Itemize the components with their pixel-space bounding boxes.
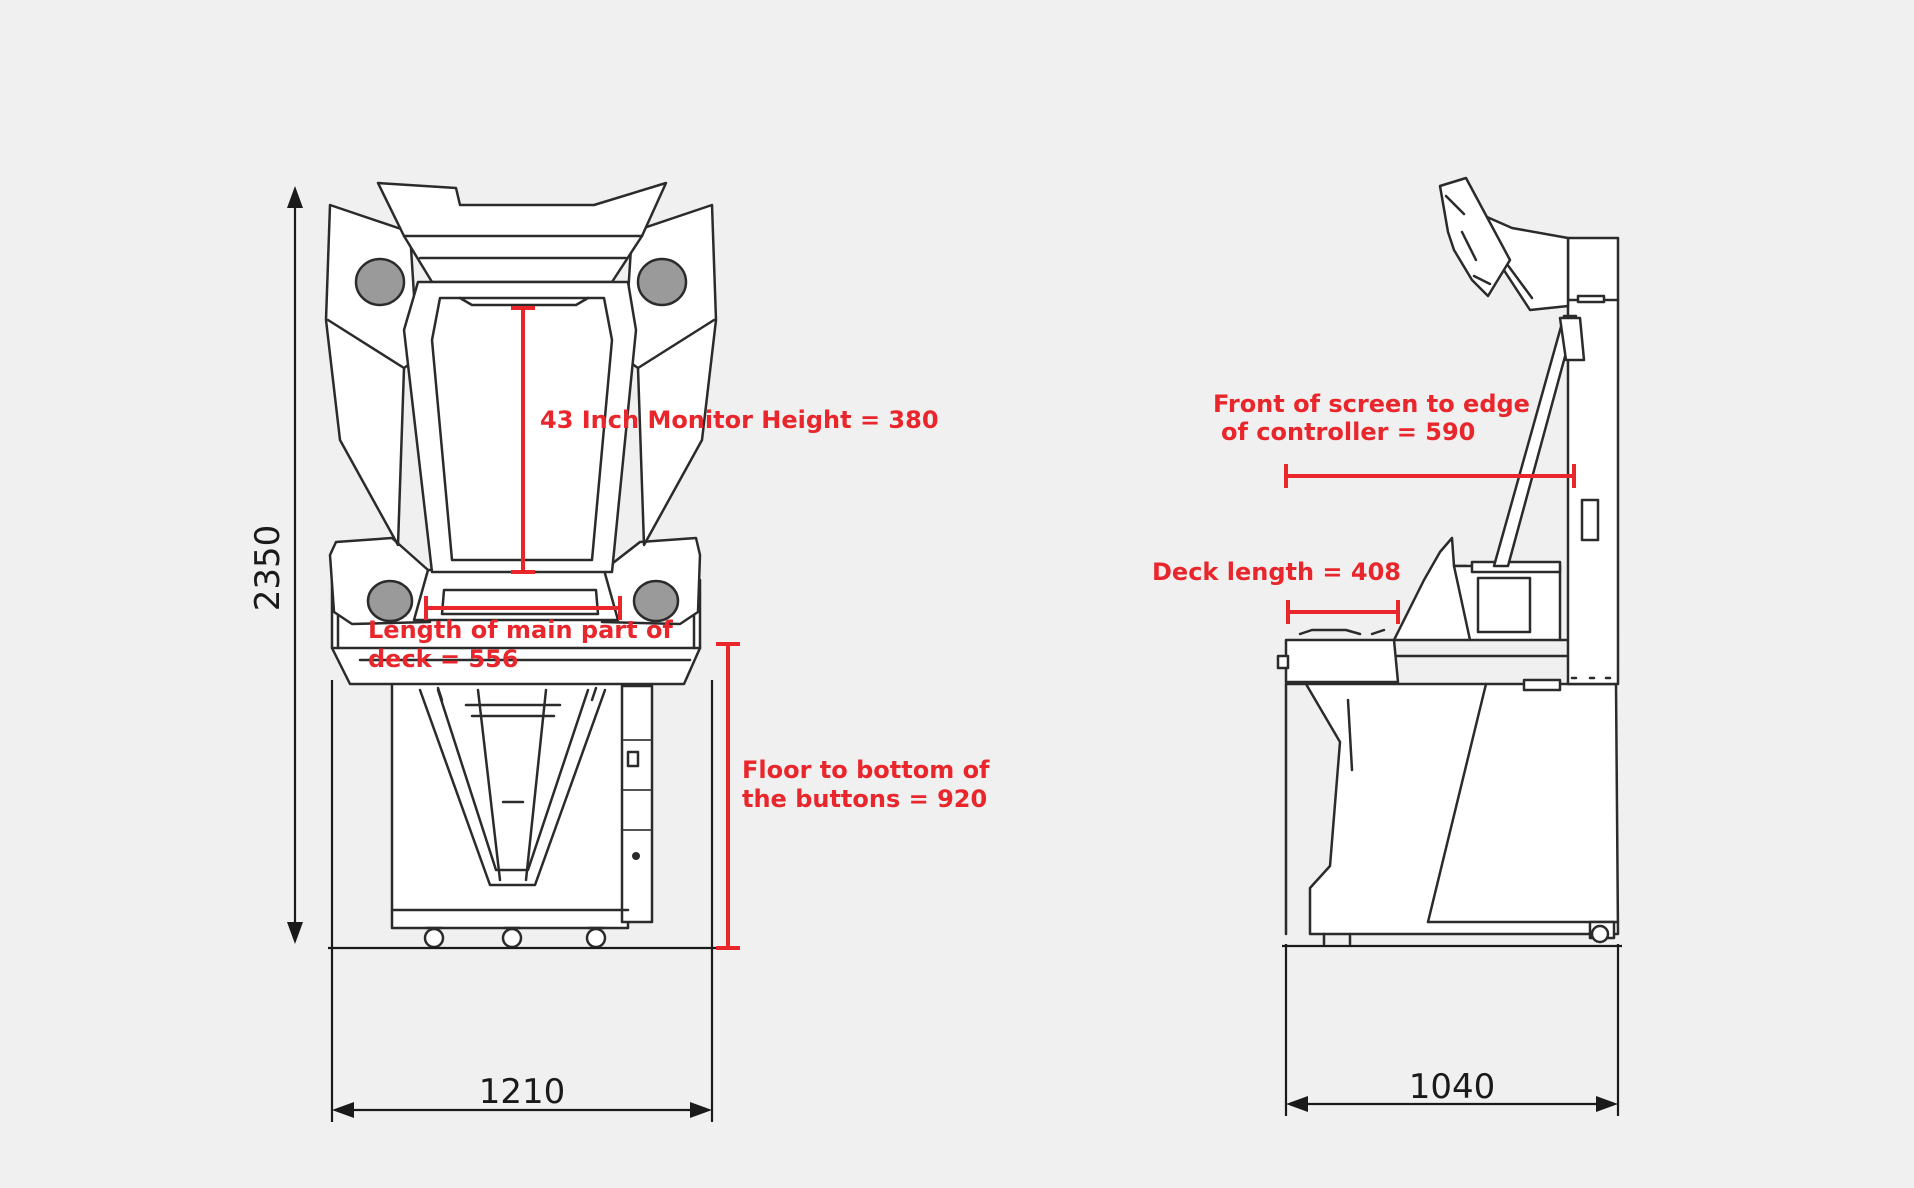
front-speaker-upper-left: [354, 257, 406, 307]
screen-text-line1: Front of screen to edge: [1213, 390, 1530, 418]
front-view: [324, 181, 718, 949]
front-width-label: 1210: [479, 1072, 566, 1112]
front-speaker-lower-left: [366, 579, 414, 623]
annotation-deck-main: Length of main part of deck = 556: [368, 596, 673, 673]
annotation-monitor-height: 43 Inch Monitor Height = 380: [511, 306, 939, 574]
front-monitor-frame: [402, 280, 638, 574]
annotation-deck-length: Deck length = 408: [1152, 558, 1401, 624]
front-height-dimension: 2350: [248, 186, 303, 944]
floor-text-line1: Floor to bottom of: [742, 756, 990, 784]
front-v-panel: [418, 688, 607, 887]
front-upper-wing-left: [324, 203, 420, 547]
front-monitor-screen: [430, 296, 614, 562]
front-caster-wheels: [423, 926, 607, 949]
deck-main-text-line1: Length of main part of: [368, 616, 673, 644]
side-base-body: [1284, 682, 1620, 936]
monitor-height-text: 43 Inch Monitor Height = 380: [540, 406, 939, 434]
annotation-floor-to-buttons: Floor to bottom of the buttons = 920: [716, 642, 990, 950]
front-upper-wing-right: [622, 203, 718, 547]
side-control-panel: [1284, 638, 1400, 684]
front-speaker-lower-right: [632, 579, 680, 623]
side-depth-dimension: 1040: [1282, 944, 1622, 1116]
side-rear-column: [1566, 236, 1620, 686]
front-width-dimension: 1210: [328, 680, 716, 1122]
screen-text-line2: of controller = 590: [1221, 418, 1475, 446]
floor-text-line2: the buttons = 920: [742, 785, 987, 813]
deck-main-text-line2: deck = 556: [368, 645, 519, 673]
front-height-label: 2350: [248, 525, 288, 612]
front-speaker-upper-right: [636, 257, 688, 307]
front-header-crown: [376, 181, 668, 284]
annotation-screen-to-controller: Front of screen to edge of controller = …: [1213, 390, 1576, 488]
side-depth-label: 1040: [1409, 1067, 1496, 1107]
side-monitor-arm: [1492, 314, 1578, 568]
deck-length-text: Deck length = 408: [1152, 558, 1401, 586]
side-view: [1276, 176, 1620, 946]
